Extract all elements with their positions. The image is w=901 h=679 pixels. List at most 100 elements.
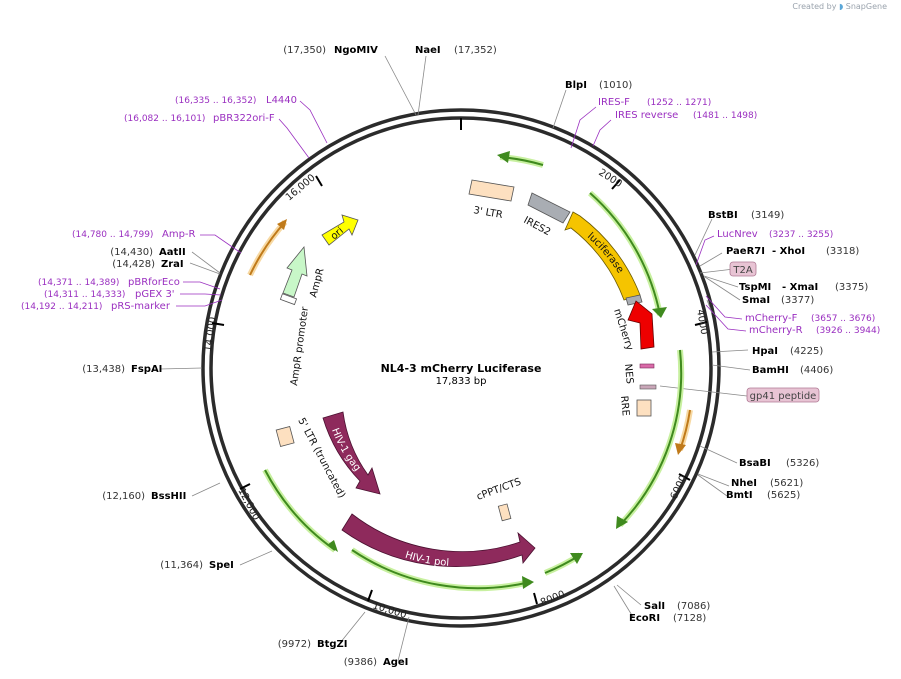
enzyme-name-bstbi: BstBI [708,210,738,221]
plasmid-size: 17,833 bp [436,376,487,387]
ruler-label-14000: 14,000 [203,316,219,352]
enzyme-name-sali: SalI [644,601,665,612]
enzyme-name-hpai: HpaI [752,346,778,357]
enzyme-name-ecori: EcoRI [629,613,660,624]
enzyme-name-naei: NaeI [415,45,441,56]
primer-name-lucnrev: LucNrev [717,229,758,240]
enzyme-name-xmai: - XmaI [782,282,818,293]
ori-feature [321,214,359,246]
enzyme-name-ngomiv: NgoMIV [334,45,378,56]
enzyme-name-agei: AgeI [383,657,408,668]
enzyme-pos-spei: (11,364) [160,560,203,571]
enzyme-name-bsabi: BsaBI [739,458,771,469]
credit-prefix: Created by [792,2,837,11]
enzyme-pos-hpai: (4225) [790,346,823,357]
ampr-label: AmpR [308,267,326,299]
ires2-label: IRES2 [522,215,553,238]
ltr3-label: 3' LTR [472,205,503,221]
orf-arrowheads [277,151,686,589]
t2a-label-box [729,261,757,277]
credit-brand: SnapGene [845,2,887,11]
primer-range-prs-marker: (14,192 .. 14,211) [21,302,102,312]
gp41-feature [639,384,657,390]
primer-name-l4440: L4440 [266,95,297,106]
mcherry-feature [627,300,655,350]
enzyme-pos-blpi: (1010) [599,80,632,91]
ruler-label-10000: 10,000 [371,600,408,621]
enzyme-pos-bsshii: (12,160) [102,491,145,502]
enzyme-pos-bmti: (5625) [767,490,800,501]
enzyme-name-xhoi: - XhoI [772,246,805,257]
enzyme-pos-sali: (7086) [677,601,710,612]
primer-range-ires-reverse: (1481 .. 1498) [693,111,757,121]
ampr-promoter-label: AmpR promoter [289,305,311,386]
enzyme-pos-bsabi: (5326) [786,458,819,469]
primer-range-pbrforeco: (14,371 .. 14,389) [38,278,119,288]
gag-feature [322,411,381,495]
rre-label: RRE [618,395,631,416]
gp41-label: gp41 peptide [750,391,817,402]
primer-name-pbr322ori-f: pBR322ori-F [213,113,275,124]
enzyme-pos-btgzi: (9972) [278,639,311,650]
primer-name-amp-r: Amp-R [162,229,196,240]
enzyme-pos-naei: (17,352) [454,45,497,56]
rre-feature [636,399,652,417]
enzyme-name-fspai: FspAI [131,364,162,375]
primer-range-amp-r: (14,780 .. 14,799) [72,230,153,240]
ltr5-feature [275,425,295,447]
enzyme-name-bmti: BmtI [726,490,753,501]
ampr-promoter-feature [279,293,298,306]
enzyme-pos-ecori: (7128) [673,613,706,624]
enzyme-pos-paer7i: (3318) [826,246,859,257]
ires2-feature [527,192,571,224]
primer-range-ires-f: (1252 .. 1271) [647,98,711,108]
enzyme-pos-ngomiv: (17,350) [283,45,326,56]
primer-name-ires-reverse: IRES reverse [615,110,678,121]
enzyme-name-tspmi: TspMI [739,282,771,293]
enzyme-pos-fspai: (13,438) [82,364,125,375]
orf-arcs [247,154,693,592]
primer-name-pgex3: pGEX 3' [135,289,175,300]
enzyme-name-bsshii: BssHII [151,491,186,502]
enzyme-pos-nhei: (5621) [770,478,803,489]
ampr-feature [282,245,308,298]
enzyme-name-bamhi: BamHI [752,365,789,376]
enzyme-pos-smai: (3377) [781,295,814,306]
pol-feature [341,513,536,568]
snapgene-logo: ◗ [838,2,844,11]
nes-label: NES [622,363,635,384]
primer-range-lucnrev: (3237 .. 3255) [769,230,833,240]
primer-range-mcherry-r: (3926 .. 3944) [816,326,880,336]
enzyme-name-btgzi: BtgZI [317,639,348,650]
gp41-label-box [746,387,820,403]
enzyme-pos-bamhi: (4406) [800,365,833,376]
plasmid-name: NL4-3 mCherry Luciferase [381,362,542,375]
enzyme-pos-agei: (9386) [344,657,377,668]
t2a-label: T2A [732,265,752,276]
enzyme-name-aatii: AatII [159,247,186,258]
luciferase-label: luciferase [585,231,625,275]
enzyme-pos-tspmi: (3375) [835,282,868,293]
enzyme-pos-bstbi: (3149) [751,210,784,221]
enzyme-name-blpi: BlpI [565,80,587,91]
ruler-ticks [211,118,708,605]
primer-name-mcherry-f: mCherry-F [745,313,798,324]
enzyme-name-zrai: ZraI [161,259,184,270]
primer-range-pbr322ori-f: (16,082 .. 16,101) [124,114,205,124]
ruler-label-2000: 2000 [596,167,623,190]
cppt-label: cPPT/CTS [475,477,522,503]
cppt-feature [497,503,512,522]
primer-name-ires-f: IRES-F [598,97,630,108]
primer-range-l4440: (16,335 .. 16,352) [175,96,256,106]
primer-name-pbrforeco: pBRforEco [128,277,180,288]
primer-range-pgex3: (14,311 .. 14,333) [44,290,125,300]
snapgene-credit: Created by ◗ SnapGene [792,2,887,11]
ruler-label-4000: 4000 [694,309,709,336]
enzyme-name-nhei: NheI [731,478,757,489]
enzyme-leader-lines [159,55,751,662]
enzyme-pos-aatii: (14,430) [110,247,153,258]
enzyme-name-smai: SmaI [742,295,770,306]
primer-range-mcherry-f: (3657 .. 3676) [811,314,875,324]
primer-name-mcherry-r: mCherry-R [749,325,803,336]
